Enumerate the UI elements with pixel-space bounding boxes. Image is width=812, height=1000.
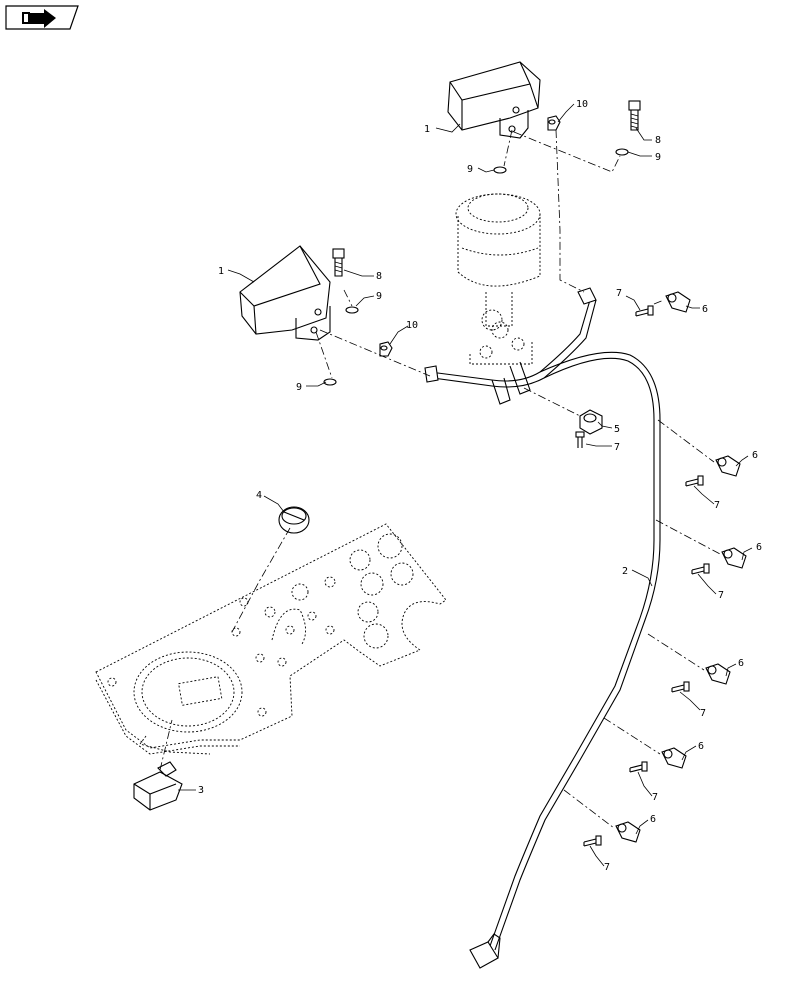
washer-9-left-bottom xyxy=(323,378,337,386)
clip-6-a xyxy=(665,291,691,313)
screw-7-g xyxy=(575,431,585,448)
bolt-8-left xyxy=(332,248,345,277)
washer-9-upper-right xyxy=(615,148,629,156)
callout-3: 3 xyxy=(198,785,204,796)
nut-10-upper xyxy=(547,115,561,131)
screw-7-d xyxy=(671,681,690,693)
callout-6-c: 6 xyxy=(756,542,762,553)
callout-7-g: 7 xyxy=(614,442,620,453)
back-arrow-icon xyxy=(22,9,56,28)
callout-7-a: 7 xyxy=(616,288,622,299)
callout-labels: 1 10 8 9 9 1 8 9 10 9 7 6 5 7 6 7 4 6 2 … xyxy=(198,99,762,873)
callout-10-upper: 10 xyxy=(576,99,588,110)
bolt-8-upper xyxy=(628,100,641,131)
clip-6-c xyxy=(721,547,747,569)
callout-4: 4 xyxy=(256,490,262,501)
callout-6-a: 6 xyxy=(702,304,708,315)
screw-7-c xyxy=(691,563,710,575)
clip-6-d xyxy=(705,663,731,685)
callout-6-d: 6 xyxy=(738,658,744,669)
callout-5: 5 xyxy=(614,424,620,435)
callout-7-d: 7 xyxy=(700,708,706,719)
switch-5 xyxy=(579,409,603,435)
beacon-lamp xyxy=(455,193,541,365)
back-button[interactable] xyxy=(5,5,79,30)
clip-6-e xyxy=(661,747,687,769)
clip-6-b xyxy=(715,455,741,477)
callout-6-f: 6 xyxy=(650,814,656,825)
callout-7-b: 7 xyxy=(714,500,720,511)
callout-10-left: 10 xyxy=(406,320,418,331)
callout-8-upper: 8 xyxy=(655,135,661,146)
wire-harness xyxy=(424,287,661,969)
work-light-left xyxy=(239,245,331,341)
instrument-panel xyxy=(95,523,447,755)
screw-7-f xyxy=(583,835,602,847)
callout-7-f: 7 xyxy=(604,862,610,873)
leader-lines xyxy=(178,103,753,867)
work-light-upper xyxy=(447,61,541,139)
callout-7-e: 7 xyxy=(652,792,658,803)
callout-1-left: 1 xyxy=(218,266,224,277)
callout-8-left: 8 xyxy=(376,271,382,282)
washer-9-upper-left xyxy=(493,166,507,174)
callout-9-left-bottom: 9 xyxy=(296,382,302,393)
callout-1-upper: 1 xyxy=(424,124,430,135)
callout-7-c: 7 xyxy=(718,590,724,601)
nut-10-left xyxy=(379,341,393,357)
assembly-lines xyxy=(159,129,721,829)
callout-9-upper-right: 9 xyxy=(655,152,661,163)
screw-7-e xyxy=(629,761,648,773)
washer-9-left-top xyxy=(345,306,359,314)
callout-9-upper-left: 9 xyxy=(467,164,473,175)
callout-2: 2 xyxy=(622,566,628,577)
callout-6-e: 6 xyxy=(698,741,704,752)
screw-7-b xyxy=(685,475,704,487)
callout-6-b: 6 xyxy=(752,450,758,461)
knob-4 xyxy=(278,506,310,534)
screw-7-a xyxy=(635,305,654,317)
rocker-switch-3 xyxy=(133,761,183,811)
clip-6-f xyxy=(615,821,641,843)
callout-9-left-top: 9 xyxy=(376,291,382,302)
